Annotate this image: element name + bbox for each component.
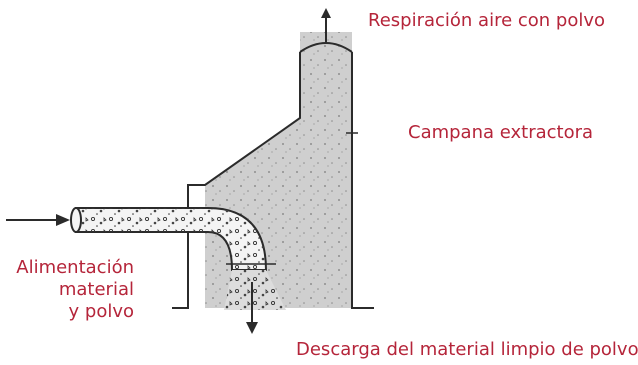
feed-label-line-2: material: [58, 279, 134, 300]
hood-label: Campana extractora: [408, 122, 594, 143]
air-exhaust-label: Respiración aire con polvo: [368, 10, 606, 31]
feed-label: Alimentación material y polvo: [0, 257, 134, 323]
feed-label-line-1: Alimentación: [16, 257, 134, 278]
discharge-arrow: [246, 282, 258, 334]
exhaust-arrow: [321, 8, 331, 44]
feed-pipe: [70, 207, 268, 271]
feed-label-line-3: y polvo: [68, 301, 134, 322]
discharge-label: Descarga del material limpio de polvo: [296, 339, 638, 360]
feed-arrow: [6, 214, 70, 226]
discharge-pile: [224, 263, 286, 310]
